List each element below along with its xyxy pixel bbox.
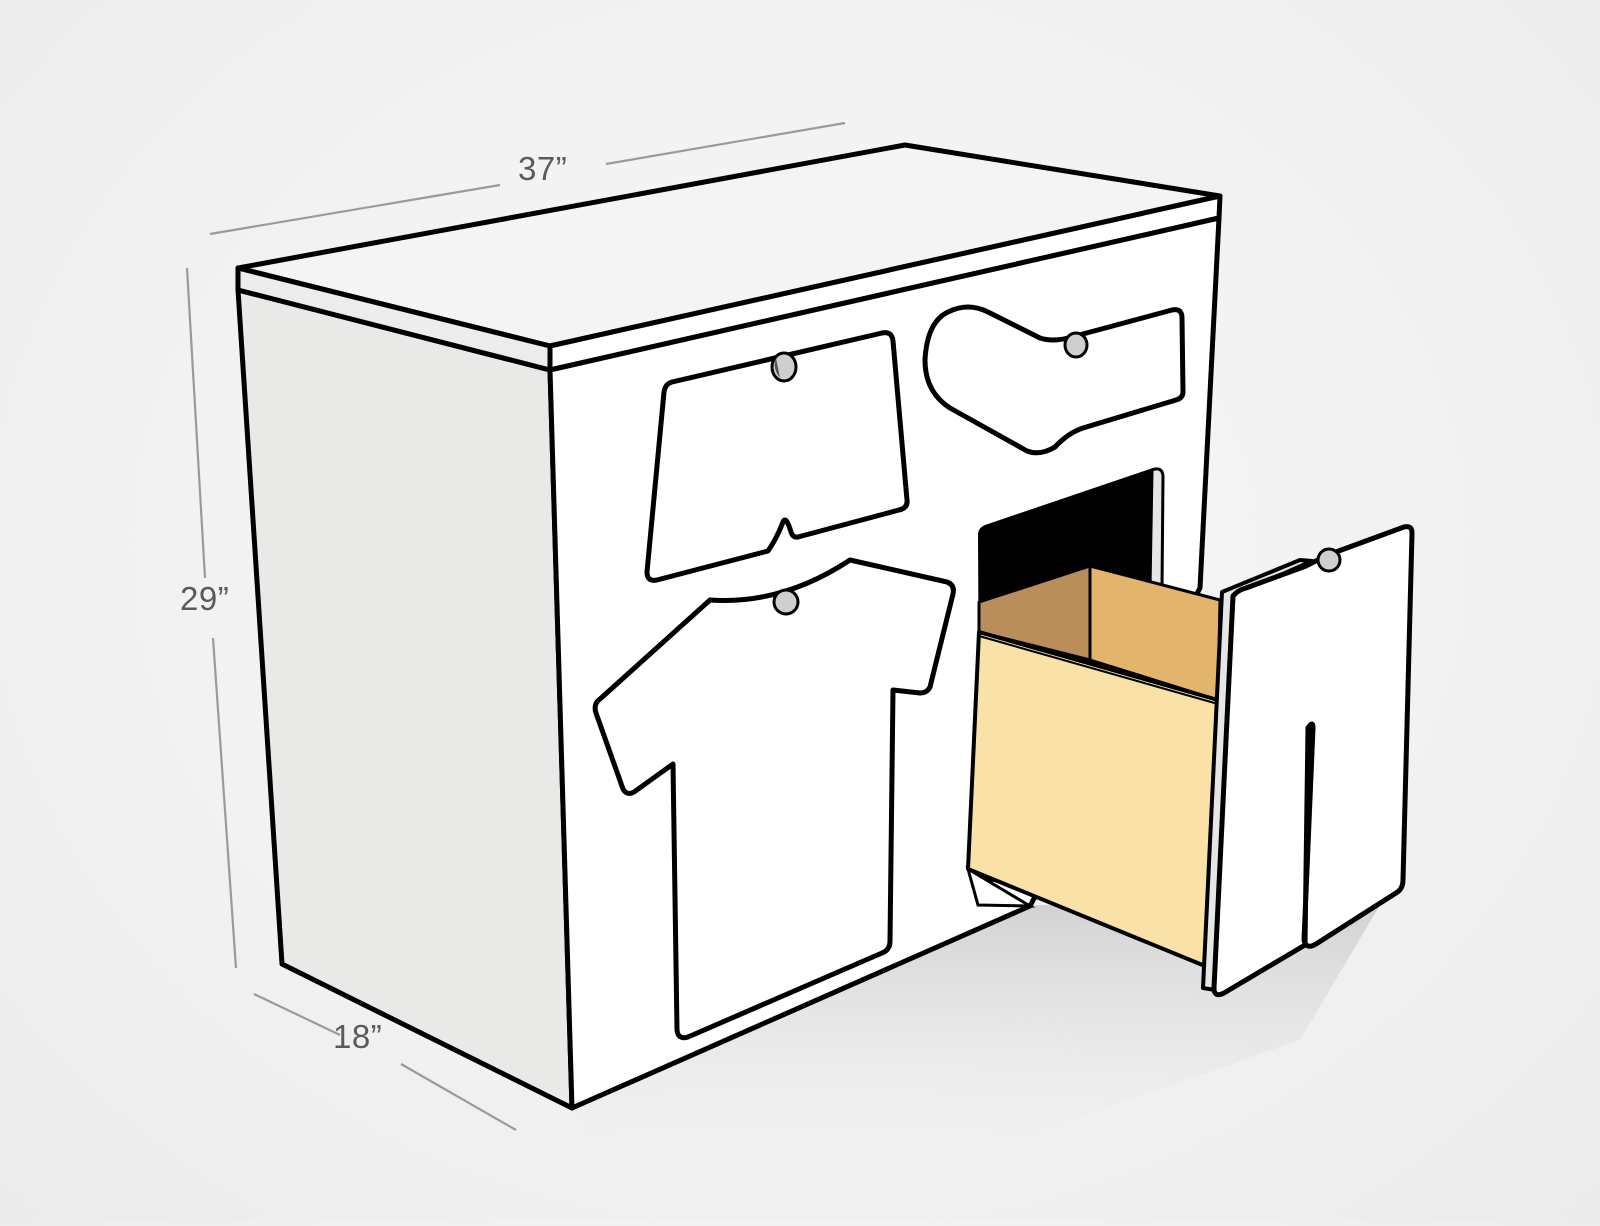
cabinet-side <box>235 287 575 1111</box>
width-line-right <box>605 121 846 166</box>
width-line-left <box>209 183 501 236</box>
depth-line-left <box>253 993 341 1036</box>
drawer-tshirt[interactable] <box>592 557 956 1041</box>
pull-hole-icon <box>770 351 798 383</box>
height-dimension-label: 29” <box>180 580 230 617</box>
height-line-top <box>185 267 207 579</box>
floor-shadow <box>560 905 1380 1180</box>
pull-hole-icon <box>772 588 800 616</box>
width-dimension-label: 37” <box>518 150 568 187</box>
drawer-sock[interactable] <box>922 304 1186 456</box>
dimension-lines <box>185 121 846 1131</box>
pull-hole-icon <box>1063 331 1089 359</box>
depth-line-right <box>400 1063 517 1131</box>
depth-dimension-label: 18” <box>333 1018 383 1055</box>
pull-hole-icon <box>1316 547 1342 573</box>
height-line-bottom <box>211 637 238 969</box>
drawer-underwear[interactable] <box>644 330 910 583</box>
drawer-pants[interactable] <box>1201 524 1415 998</box>
drawer-box <box>965 564 1222 968</box>
